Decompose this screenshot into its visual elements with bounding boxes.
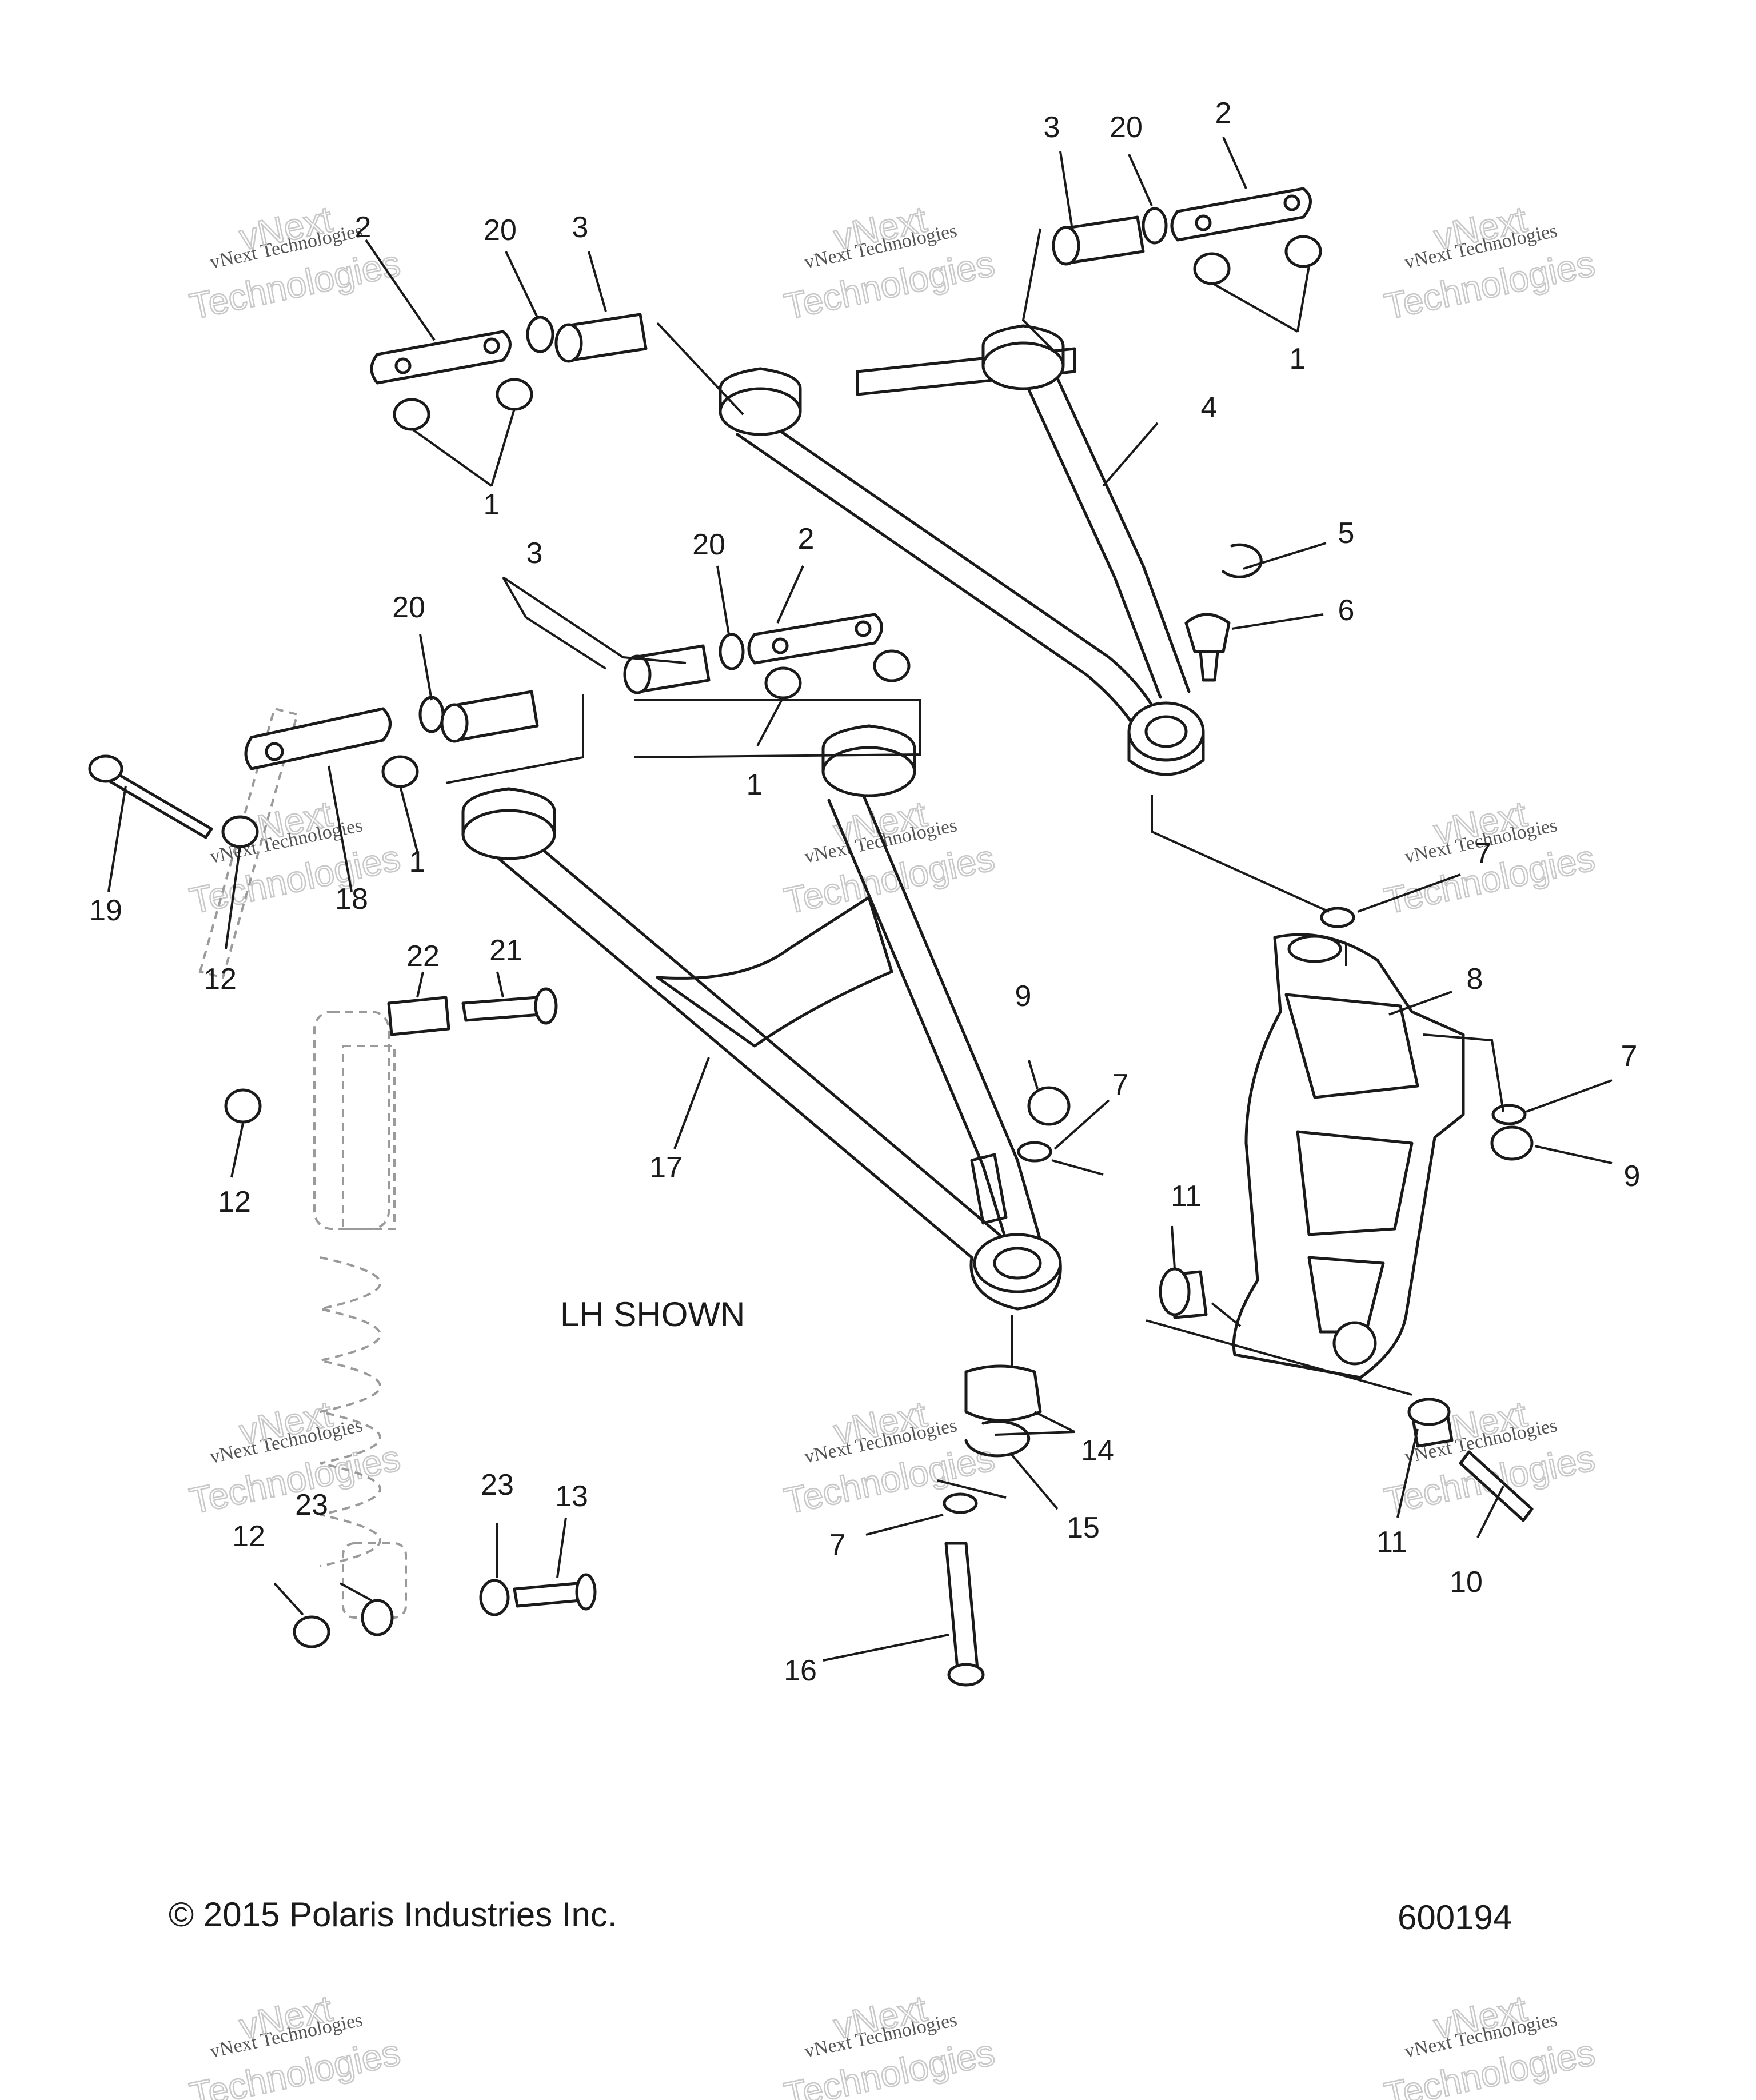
- callout-label: 4: [1201, 391, 1218, 424]
- callout-label: 9: [1624, 1160, 1641, 1193]
- callout-label: 2: [355, 211, 372, 244]
- figure-number: 600194: [1398, 1898, 1512, 1937]
- callout-label: 7: [1621, 1040, 1638, 1073]
- callout-label: 16: [784, 1654, 817, 1687]
- callout-label: 9: [1015, 980, 1032, 1013]
- callout-label: 11: [1171, 1180, 1202, 1213]
- callout-label: 17: [649, 1151, 683, 1184]
- callout-label: 8: [1467, 963, 1483, 996]
- callout-label: 20: [1110, 111, 1143, 144]
- callout-label: 15: [1067, 1511, 1100, 1544]
- callout-label: 12: [203, 963, 237, 996]
- watermark: vNext Technologies vNext Technologies: [185, 1987, 404, 2100]
- leader-lines: [107, 137, 1613, 1662]
- watermark: vNext Technologies vNext Technologies: [780, 198, 999, 328]
- callout-label: 12: [218, 1185, 251, 1219]
- callout-label: 1: [1290, 342, 1306, 376]
- callout-label: 19: [89, 894, 122, 927]
- callout-label: 23: [295, 1488, 328, 1522]
- callout-label: 2: [1215, 97, 1232, 130]
- callout-label: 2: [798, 522, 815, 556]
- callout-label: 13: [555, 1480, 588, 1513]
- callout-label: 1: [747, 768, 763, 801]
- lh-shown-label: LH SHOWN: [560, 1295, 745, 1334]
- watermark: vNext Technologies vNext Technologies: [780, 792, 999, 923]
- lower-a-arm: [461, 724, 1062, 1311]
- callout-label: 3: [526, 537, 543, 570]
- copyright-notice: © 2015 Polaris Industries Inc.: [169, 1895, 617, 1934]
- hardware: [88, 187, 1534, 1687]
- callout-label: 12: [232, 1520, 265, 1553]
- watermark: vNext Technologies vNext Technologies: [185, 792, 404, 923]
- watermark: vNext Technologies vNext Technologies: [185, 198, 404, 328]
- callout-label: 3: [572, 211, 589, 244]
- callout-label: 20: [692, 528, 725, 561]
- callout-label: 20: [392, 591, 425, 624]
- callout-label: 3: [1044, 111, 1060, 144]
- callout-label: 1: [409, 845, 426, 879]
- callout-label: 10: [1450, 1566, 1483, 1599]
- upper-a-arm: [719, 324, 1205, 776]
- watermark: vNext Technologies vNext Technologies: [1380, 1987, 1599, 2100]
- callout-label: 7: [829, 1528, 846, 1562]
- callout-label: 21: [489, 934, 522, 967]
- callout-label: 18: [335, 883, 368, 916]
- callout-label: 23: [481, 1468, 514, 1502]
- callout-label: 6: [1338, 594, 1355, 627]
- watermark: vNext Technologies vNext Technologies: [1380, 1392, 1599, 1523]
- callout-label: 11: [1376, 1526, 1407, 1559]
- watermark: vNext Technologies vNext Technologies: [780, 1987, 999, 2100]
- callout-label: 14: [1081, 1434, 1114, 1467]
- callout-labels: 2 20 3 1 3 20 2 1 4 5 6 3 20 2 20 1 1 18…: [89, 97, 1640, 1687]
- shock-absorber: [198, 707, 407, 1619]
- callout-label: 7: [1475, 837, 1492, 870]
- steering-knuckle: [1232, 933, 1465, 1379]
- watermark: vNext Technologies vNext Technologies: [1380, 198, 1599, 328]
- callout-label: 5: [1338, 517, 1355, 550]
- callout-label: 1: [484, 488, 500, 521]
- callout-label: 20: [484, 214, 517, 247]
- callout-label: 7: [1112, 1068, 1129, 1101]
- callout-label: 22: [406, 940, 440, 973]
